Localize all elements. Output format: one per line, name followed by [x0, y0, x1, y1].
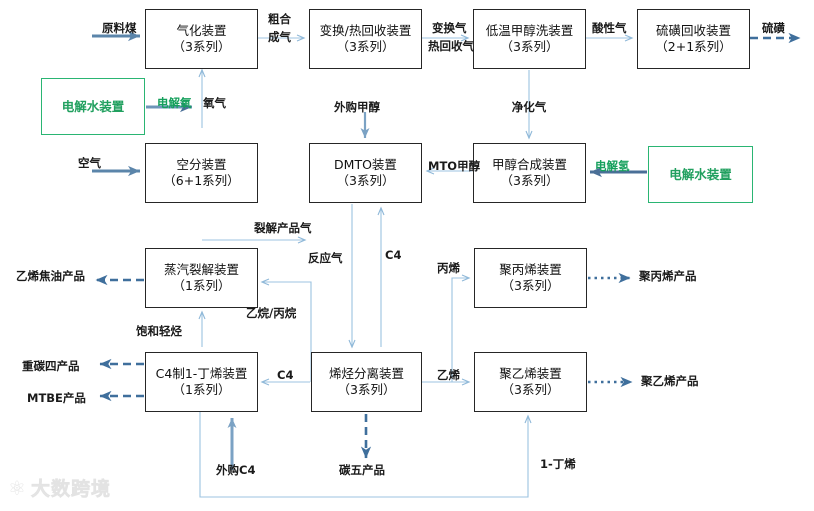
stream-label-sulfur-product: 硫磺: [762, 21, 785, 35]
process-unit-polypropylene[interactable]: 聚丙烯装置（3系列）: [474, 248, 587, 308]
unit-name: 变换/热回收装置: [319, 23, 412, 39]
stream-label-ethylene-tar: 乙烯焦油产品: [16, 269, 85, 283]
unit-train-count: （3系列）: [500, 39, 559, 54]
unit-train-count: （6+1系列）: [163, 173, 240, 188]
process-unit-gasification[interactable]: 气化装置（3系列）: [145, 9, 258, 69]
stream-label-c4-mid: C4: [385, 248, 402, 262]
stream-label-pp-product: 聚丙烯产品: [639, 269, 697, 283]
unit-train-count: （3系列）: [500, 173, 559, 188]
stream-label-butene-1: 1-丁烯: [540, 457, 576, 471]
unit-name: 聚丙烯装置: [499, 262, 562, 278]
process-unit-sulfur[interactable]: 硫磺回收装置（2+1系列）: [637, 9, 750, 69]
unit-name: 烯烃分离装置: [328, 366, 404, 382]
process-unit-c4-butene[interactable]: C4制1-丁烯装置（1系列）: [145, 352, 258, 412]
process-unit-electrolysis-2[interactable]: 电解水装置: [648, 146, 753, 203]
process-unit-steam-cracker[interactable]: 蒸汽裂解装置（1系列）: [145, 248, 258, 308]
unit-train-count: （3系列）: [501, 278, 560, 293]
process-unit-electrolysis-1[interactable]: 电解水装置: [41, 78, 145, 135]
process-unit-shift[interactable]: 变换/热回收装置（3系列）: [309, 9, 422, 69]
unit-train-count: （1系列）: [172, 278, 231, 293]
stream-label-heavy-c4: 重碳四产品: [22, 359, 80, 373]
unit-name: 电解水装置: [669, 166, 732, 182]
stream-label-shift-gas-1: 变换气: [432, 21, 467, 35]
process-unit-methanol[interactable]: 甲醇合成装置（3系列）: [473, 143, 586, 203]
process-unit-asu[interactable]: 空分装置（6+1系列）: [145, 143, 258, 203]
stream-label-acid-gas: 酸性气: [592, 21, 627, 35]
unit-train-count: （3系列）: [501, 382, 560, 397]
stream-label-sat-light-hc: 饱和轻烃: [136, 324, 182, 338]
stream-label-purchased-meoh: 外购甲醇: [334, 100, 380, 114]
stream-label-purchased-c4: 外购C4: [216, 463, 256, 477]
stream-label-clean-gas: 净化气: [511, 100, 547, 114]
unit-name: 硫磺回收装置: [655, 23, 731, 39]
stream-label-crude-syngas-2: 成气: [268, 30, 291, 44]
unit-name: 甲醇合成装置: [491, 157, 567, 173]
unit-train-count: （3系列）: [172, 39, 231, 54]
stream-label-c4-left: C4: [277, 368, 294, 382]
stream-label-ethane-propane: 乙烷/丙烷: [246, 306, 297, 320]
stream-label-propylene: 丙烯: [437, 261, 460, 275]
unit-train-count: （2+1系列）: [655, 39, 732, 54]
unit-name: 电解水装置: [61, 98, 125, 114]
stream-label-mto-methanol: MTO甲醇: [428, 159, 481, 173]
watermark: ⚛ 大数跨境: [8, 474, 111, 501]
stream-label-reaction-gas: 反应气: [308, 251, 343, 265]
unit-train-count: （1系列）: [172, 382, 231, 397]
stream-label-c5-product: 碳五产品: [339, 463, 385, 477]
unit-name: 空分装置: [176, 157, 227, 173]
stream-label-air: 空气: [78, 156, 101, 170]
process-unit-polyethylene[interactable]: 聚乙烯装置（3系列）: [474, 352, 587, 412]
stream-label-ethylene: 乙烯: [437, 368, 460, 382]
unit-name: 低温甲醇洗装置: [485, 23, 574, 39]
stream-label-shift-gas-2: 热回收气: [428, 39, 474, 53]
unit-name: 气化装置: [176, 23, 227, 39]
stream-label-electro-hydrogen: 电解氢: [595, 159, 630, 173]
unit-name: 蒸汽裂解装置: [163, 262, 239, 278]
process-unit-olefin-sep[interactable]: 烯烃分离装置（3系列）: [311, 352, 422, 412]
stream-label-pe-product: 聚乙烯产品: [641, 374, 699, 388]
process-unit-dmto[interactable]: DMTO装置（3系列）: [309, 143, 422, 203]
process-unit-rectisol[interactable]: 低温甲醇洗装置（3系列）: [473, 9, 586, 69]
unit-train-count: （3系列）: [337, 382, 396, 397]
stream-label-electro-oxygen: 电解氧: [157, 96, 192, 110]
unit-name: DMTO装置: [334, 157, 397, 173]
unit-train-count: （3系列）: [336, 39, 395, 54]
unit-name: C4制1-丁烯装置: [155, 366, 248, 382]
logo-icon: ⚛: [8, 475, 26, 500]
stream-label-oxygen: 氧气: [203, 96, 226, 110]
unit-train-count: （3系列）: [336, 173, 395, 188]
watermark-text: 大数跨境: [30, 478, 111, 501]
stream-label-cracked-gas: 裂解产品气: [254, 221, 312, 235]
stream-label-raw-coal: 原料煤: [102, 21, 137, 35]
unit-name: 聚乙烯装置: [499, 366, 562, 382]
stream-label-crude-syngas-1: 粗合: [268, 12, 291, 26]
stream-label-mtbe: MTBE产品: [27, 391, 86, 405]
